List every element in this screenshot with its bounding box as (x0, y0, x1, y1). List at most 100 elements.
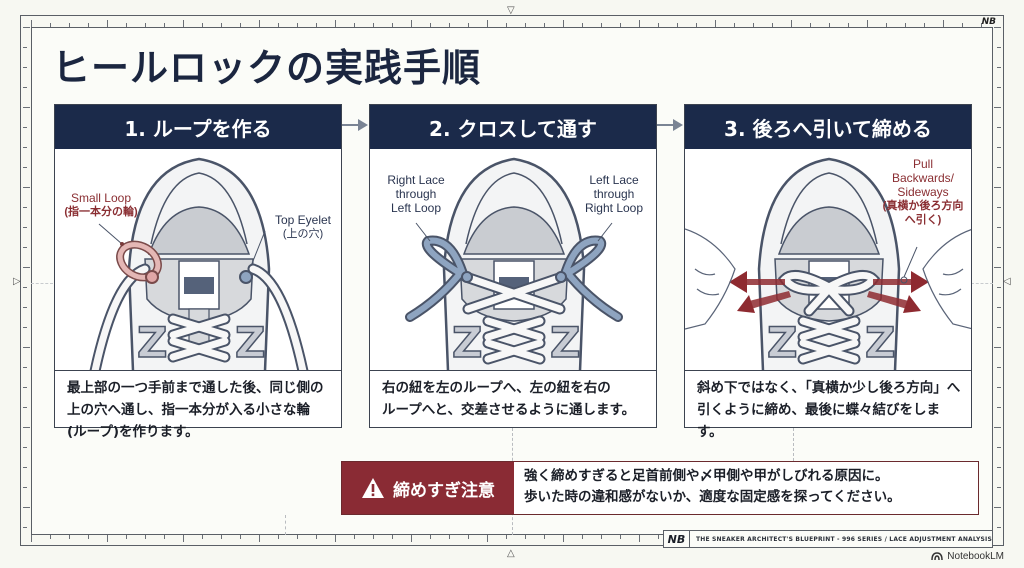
ruler-tick (126, 535, 127, 539)
ruler-tick (582, 535, 583, 539)
ruler-left (23, 27, 31, 535)
ruler-tick (50, 535, 51, 539)
ruler-tick (411, 535, 412, 542)
ruler-tick (506, 535, 507, 539)
ruler-tick (202, 23, 203, 27)
ruler-tick (772, 23, 773, 27)
ruler-tick (88, 535, 89, 539)
ruler-tick (373, 535, 374, 539)
ruler-tick (997, 467, 1001, 468)
shoe-loop-illustration: Z Z (89, 157, 309, 370)
step-description: 斜め下ではなく、「真横か少し後ろ方向」へ 引くように締め、最後に蝶々結びをします… (685, 371, 971, 443)
ruler-tick (88, 23, 89, 27)
ruler-tick (449, 535, 450, 539)
ruler-tick (164, 23, 165, 27)
warning-title: 締めすぎ注意 (393, 480, 495, 501)
ruler-tick (829, 23, 830, 27)
ruler-tick (107, 20, 108, 27)
ruler-tick (335, 535, 336, 542)
ruler-tick (23, 527, 27, 528)
ruler-tick (23, 107, 30, 108)
ruler-tick (997, 127, 1001, 128)
ruler-tick (183, 535, 184, 542)
ruler-tick (126, 23, 127, 27)
ruler-tick (905, 23, 906, 27)
ruler-tick (240, 535, 241, 539)
ruler-tick (563, 20, 564, 27)
callout-text-ja: (指一本分の輪) (64, 206, 138, 218)
ruler-tick (544, 535, 545, 539)
ruler-tick (183, 20, 184, 27)
ruler-tick (23, 147, 27, 148)
ruler-top (31, 19, 993, 27)
svg-text:Z: Z (550, 318, 580, 367)
callout-left-lace-right-loop: Left Lace through Right Loop (584, 173, 644, 215)
ruler-tick (658, 535, 659, 539)
ruler-tick (715, 20, 716, 27)
flow-arrow-icon (657, 119, 683, 131)
ruler-tick (221, 535, 222, 539)
callout-text-ja: (上の穴) (282, 228, 324, 240)
step-illustration: Z Z Right Lace through Left Loop Left La… (370, 149, 656, 371)
ruler-tick (620, 23, 621, 27)
ruler-tick (997, 307, 1001, 308)
callout-small-loop: Small Loop (指一本分の輪) (61, 191, 141, 219)
ruler-tick (734, 23, 735, 27)
ruler-tick (997, 287, 1001, 288)
svg-text:Z: Z (767, 318, 797, 367)
ruler-tick (50, 23, 51, 27)
ruler-tick (449, 23, 450, 27)
ruler-tick (753, 23, 754, 27)
ruler-right (993, 27, 1001, 535)
ruler-tick (997, 487, 1001, 488)
ruler-tick (23, 327, 27, 328)
description-line: (ループ)を作ります。 (67, 424, 199, 440)
ruler-tick (994, 187, 1001, 188)
ruler-tick (259, 535, 260, 542)
ruler-tick (23, 187, 30, 188)
ruler-tick (997, 87, 1001, 88)
ruler-tick (997, 247, 1001, 248)
ruler-tick (202, 535, 203, 539)
ruler-tick (639, 535, 640, 542)
ruler-tick (997, 207, 1001, 208)
ruler-tick (23, 287, 27, 288)
ruler-tick (23, 507, 30, 508)
ruler-tick (23, 47, 27, 48)
watermark-text: NotebookLM (947, 551, 1004, 562)
callout-text-en: Small Loop (70, 191, 132, 205)
ruler-tick (997, 407, 1001, 408)
ruler-tick (582, 23, 583, 27)
step-header: 3. 後ろへ引いて締める (685, 105, 971, 149)
flow-arrow-icon (342, 119, 368, 131)
ruler-tick (392, 23, 393, 27)
step-description: 右の紐を左のループへ、左の紐を右の ループへと、交差させるように通します。 (370, 371, 656, 421)
ruler-tick (23, 247, 27, 248)
ruler-tick (23, 407, 27, 408)
ruler-tick (487, 20, 488, 27)
callout-right-lace-left-loop: Right Lace through Left Loop (387, 173, 445, 215)
ruler-tick (997, 447, 1001, 448)
guide-horizontal-left (31, 283, 53, 284)
ruler-tick (278, 535, 279, 539)
ruler-tick (994, 427, 1001, 428)
top-center-marker: ▽ (507, 5, 515, 16)
ruler-tick (354, 23, 355, 27)
brand-logo: NB (664, 531, 690, 547)
callout-top-eyelet: Top Eyelet (上の穴) (263, 213, 341, 241)
ruler-tick (997, 327, 1001, 328)
ruler-tick (373, 23, 374, 27)
ruler-tick (392, 535, 393, 539)
ruler-tick (997, 227, 1001, 228)
ruler-tick (316, 535, 317, 539)
guide-horizontal-right (971, 283, 993, 284)
ruler-tick (430, 535, 431, 539)
ruler-tick (23, 387, 27, 388)
ruler-tick (23, 427, 30, 428)
warning-line: 強く締めすぎると足首前側や〆甲側や甲がしびれる原因に。 (524, 468, 889, 484)
callout-text-en: Pull Backwards/ Sideways (891, 157, 955, 199)
ruler-bottom (31, 535, 661, 543)
svg-text:Z: Z (452, 318, 482, 367)
warning-text: 強く締めすぎると足首前側や〆甲側や甲がしびれる原因に。 歩いた時の違和感がないか… (514, 462, 978, 514)
ruler-tick (468, 535, 469, 539)
